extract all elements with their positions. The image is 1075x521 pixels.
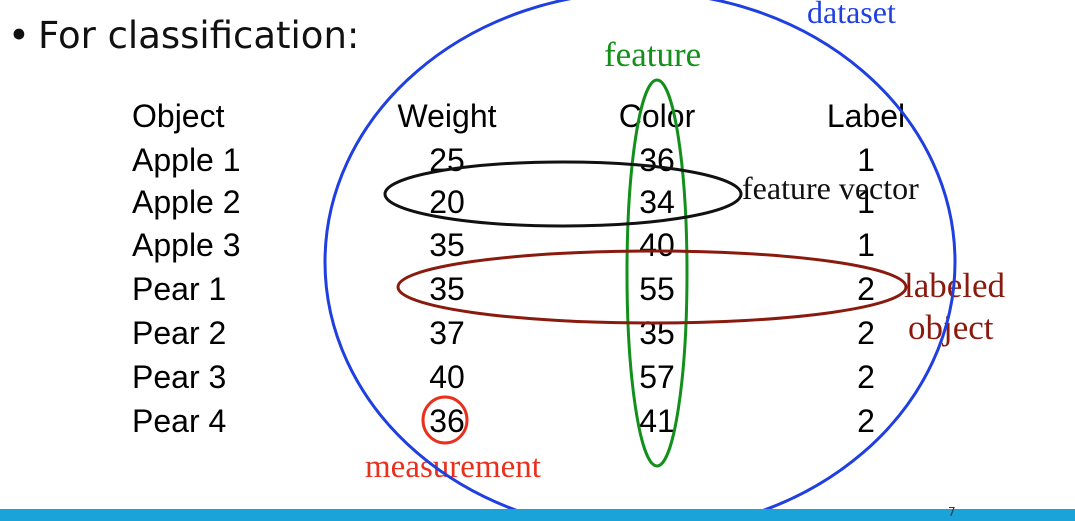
page-number: 7 [948, 505, 956, 519]
header-weight: Weight [397, 98, 497, 134]
feature-annotation: feature [604, 35, 702, 74]
cell-label: 2 [857, 271, 875, 307]
cell-weight: 36 [429, 403, 465, 439]
cell-color: 41 [639, 403, 675, 439]
header-object: Object [132, 98, 225, 134]
header-color: Color [618, 98, 696, 134]
cell-object: Pear 2 [132, 315, 227, 351]
cell-object: Pear 4 [132, 403, 227, 439]
cell-weight: 35 [429, 271, 465, 307]
measurement-circle [421, 395, 469, 445]
bullet-dot: • [8, 14, 30, 57]
cell-color: 36 [639, 142, 675, 178]
cell-label: 2 [857, 403, 875, 439]
cell-label: 2 [857, 315, 875, 351]
dataset-annotation: dataset [807, 0, 896, 30]
bullet-heading: •For classification: [8, 14, 359, 57]
cell-label: 2 [857, 359, 875, 395]
cell-object: Apple 1 [132, 142, 241, 178]
object-annotation: object [908, 308, 994, 347]
cell-color: 40 [639, 227, 675, 263]
cell-object: Pear 1 [132, 271, 227, 307]
feature-vector-ellipse [383, 160, 743, 228]
cell-color: 34 [639, 184, 675, 220]
footer-bar [0, 509, 1075, 521]
cell-weight: 40 [429, 359, 465, 395]
cell-weight: 37 [429, 315, 465, 351]
header-label: Label [826, 98, 906, 134]
cell-label: 1 [857, 142, 875, 178]
cell-object: Pear 3 [132, 359, 227, 395]
cell-color: 55 [639, 271, 675, 307]
cell-label: 1 [857, 227, 875, 263]
feature-ellipse [625, 78, 689, 468]
heading-text: For classification: [38, 14, 360, 57]
cell-weight: 20 [429, 184, 465, 220]
cell-object: Apple 3 [132, 227, 241, 263]
cell-color: 57 [639, 359, 675, 395]
cell-label: 1 [857, 184, 875, 220]
labeled-object-ellipse [396, 249, 908, 325]
feature-vector-annotation: feature vector [742, 170, 919, 206]
dataset-ellipse [323, 0, 957, 521]
cell-object: Apple 2 [132, 184, 241, 220]
cell-weight: 35 [429, 227, 465, 263]
